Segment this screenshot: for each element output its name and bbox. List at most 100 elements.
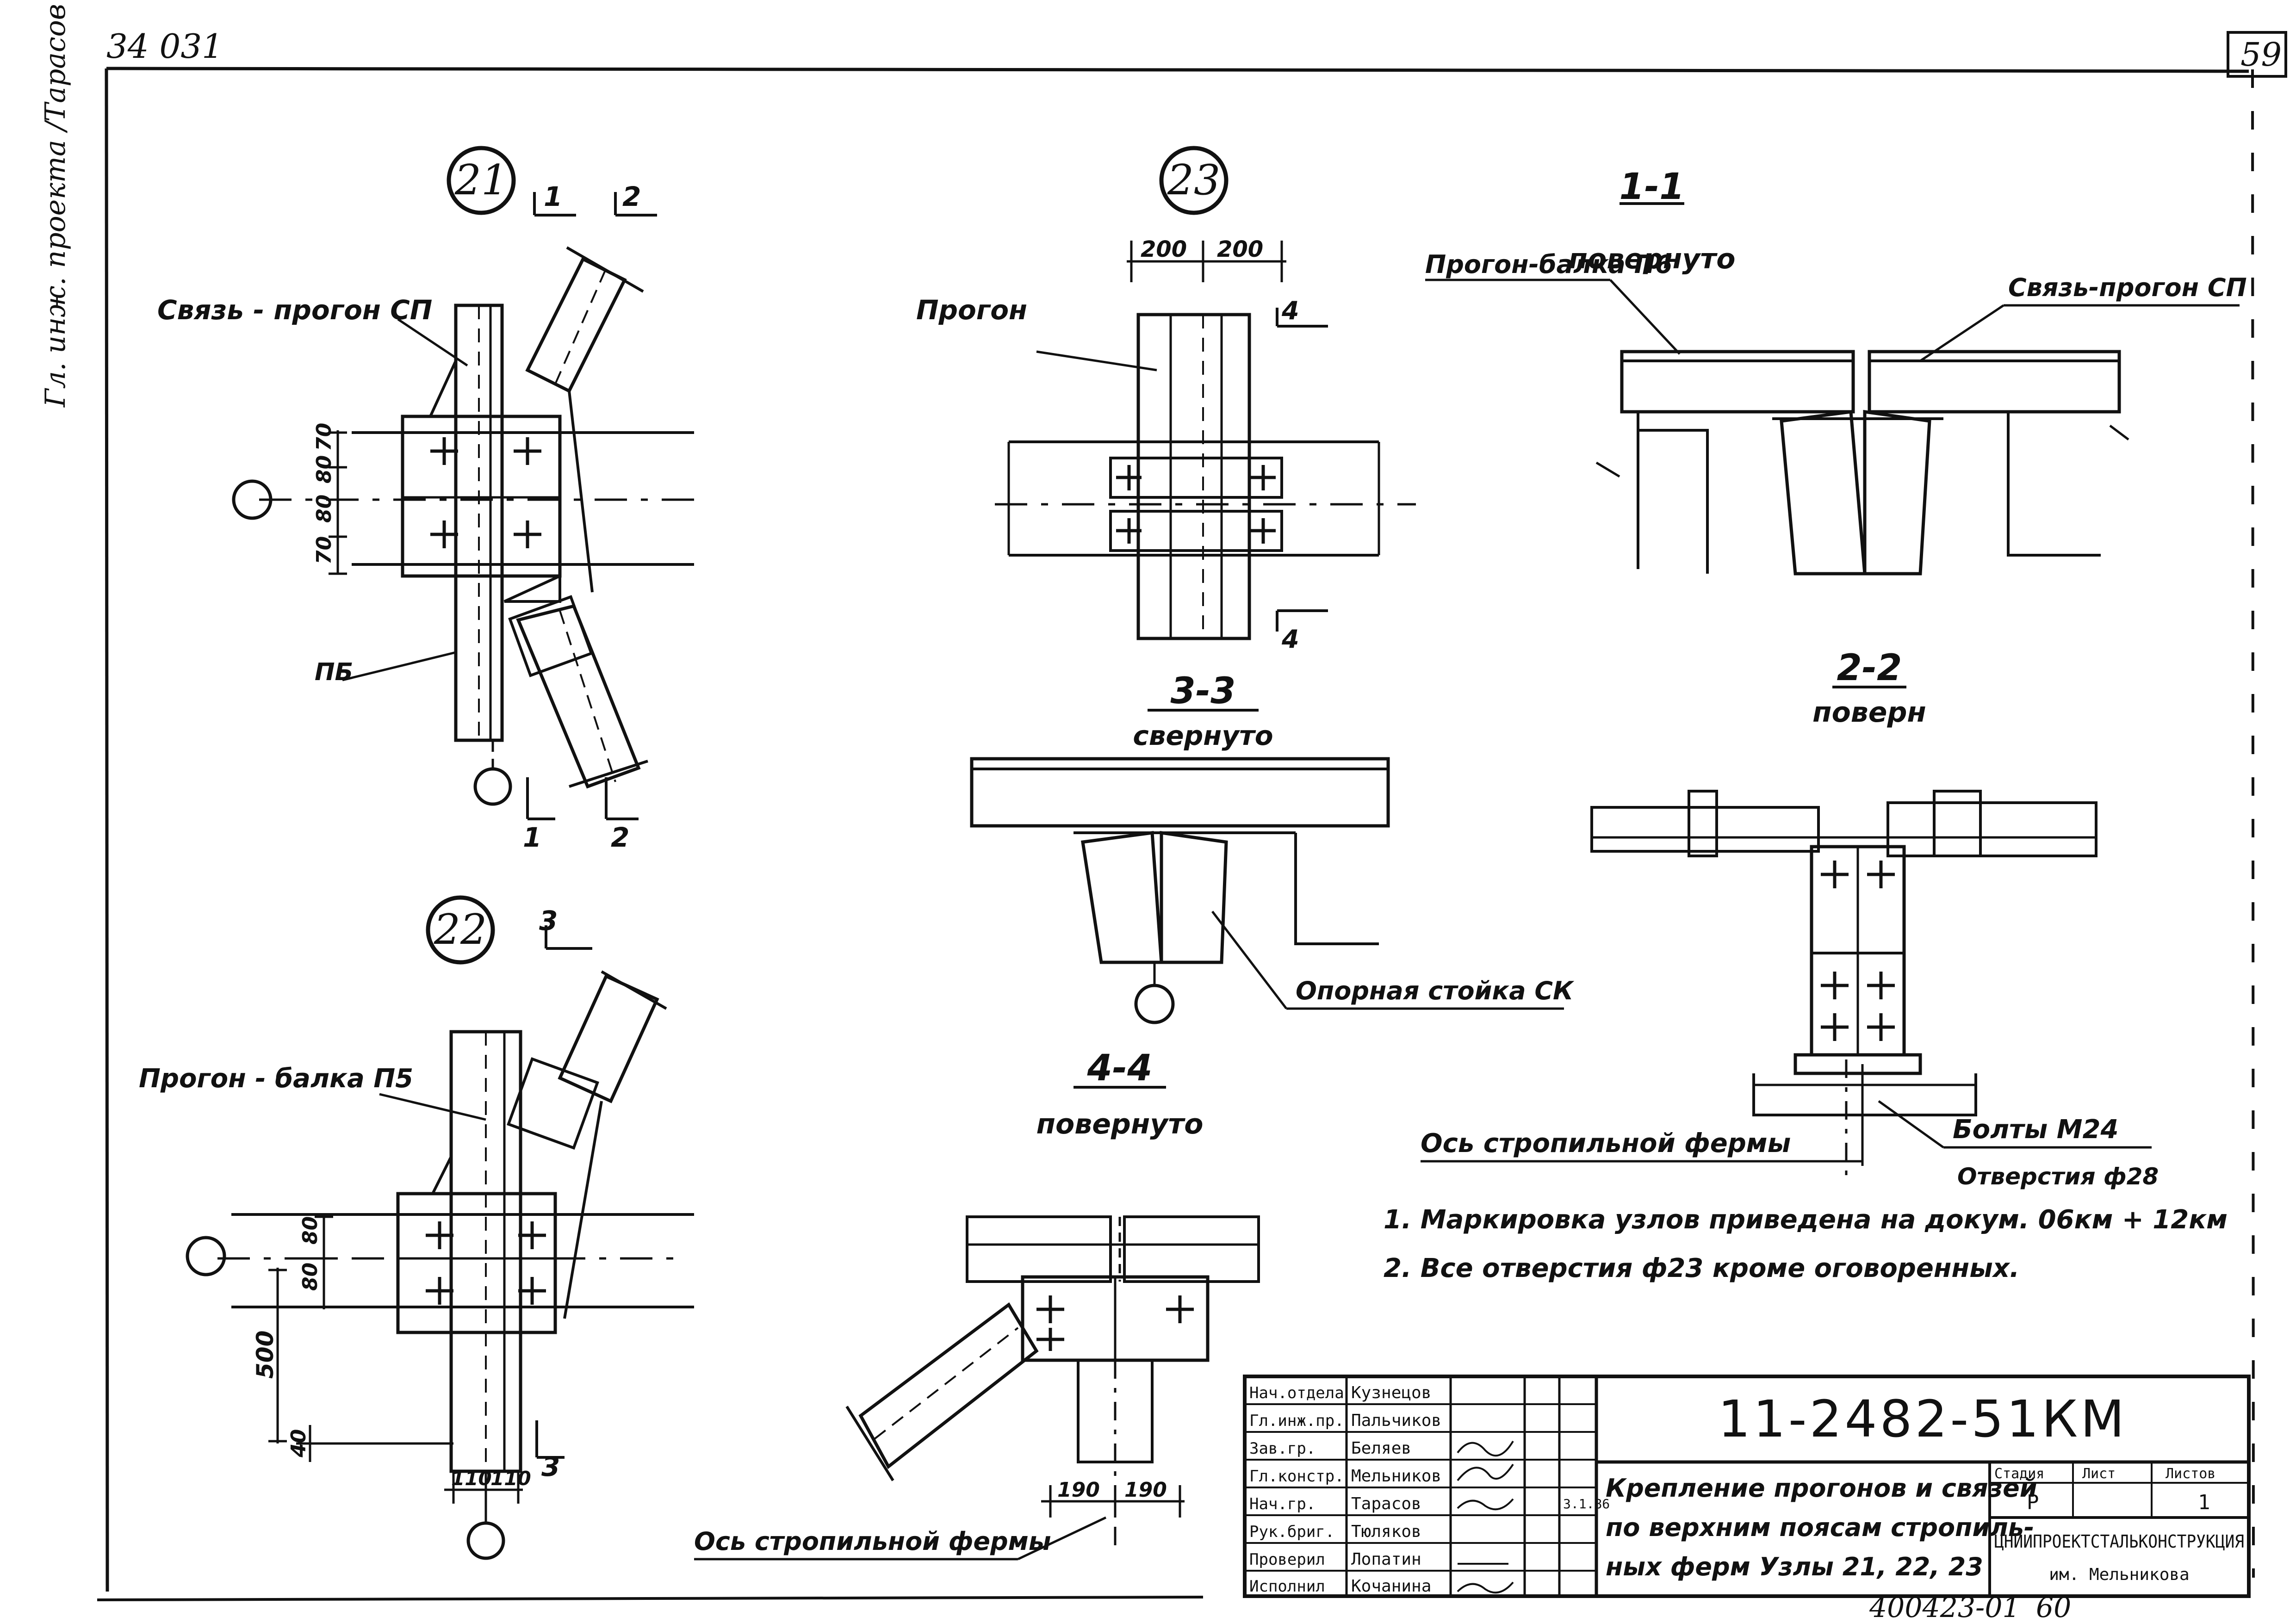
svg-text:Кузнецов: Кузнецов (1351, 1383, 1431, 1402)
node-23-drawing (995, 146, 1416, 640)
bottom-page: 60 (2036, 1592, 2071, 1623)
section-1-1-title: 1-1 (1620, 166, 1685, 208)
dim-200b: 200 (1217, 236, 1263, 262)
label-svyaz-progon-sp: Связь - прогон СП (157, 294, 432, 326)
section-4-4-title: 4-4 (1087, 1047, 1153, 1089)
svg-text:110: 110 (490, 1467, 531, 1490)
sheet-header: Лист (2082, 1466, 2116, 1482)
sheets-header: Листов (2166, 1466, 2215, 1482)
svg-text:70: 70 (312, 423, 336, 451)
axis-circle-22-bottom (466, 1521, 505, 1560)
node-21-marker (447, 146, 516, 215)
svg-text:40: 40 (287, 1429, 310, 1458)
cut-1-bottom: 1 (523, 822, 541, 853)
node-22-marker (426, 895, 495, 965)
svg-text:Проверил: Проверил (1249, 1550, 1325, 1569)
vertical-signature: Гл. инж. проекта /Тарасов С.А./ (39, 0, 72, 408)
svg-text:Лопатин: Лопатин (1351, 1550, 1421, 1569)
svg-text:Нач.гр.: Нач.гр. (1249, 1495, 1316, 1513)
node-22-drawing (186, 895, 694, 1560)
sheet-frame (97, 31, 2287, 1601)
cut-4-top: 4 (1281, 296, 1299, 325)
axis-circle-21-left (232, 479, 273, 520)
label-bolty: Болты М24 (1953, 1115, 2118, 1145)
node-21-drawing (232, 146, 703, 820)
dim-190b: 190 (1124, 1478, 1167, 1502)
node-23-marker (1159, 146, 1229, 215)
label-progon-balka-p5: Прогон - балка П5 (139, 1064, 413, 1094)
org-name: ЦНИИПРОЕКТСТАЛЬКОНСТРУКЦИЯ (1994, 1531, 2244, 1552)
axis-circle-21-bottom (473, 767, 512, 806)
label-progon-balka-p6: Прогон-балка П6 (1425, 250, 1672, 279)
cut-3-bottom: 3 (541, 1451, 560, 1482)
svg-text:Мельников: Мельников (1351, 1467, 1441, 1486)
org-subname: им. Мельникова (2049, 1565, 2189, 1584)
section-3-3-title: 3-3 (1171, 670, 1236, 712)
axis-circle-22-left (186, 1236, 226, 1276)
svg-text:110: 110 (451, 1467, 492, 1490)
dim-190a: 190 (1057, 1478, 1100, 1502)
section-1-1-drawing (1425, 202, 2240, 576)
svg-text:Нач.отдела: Нач.отдела (1249, 1384, 1344, 1402)
svg-text:Гл.констр.: Гл.констр. (1249, 1467, 1344, 1486)
section-1-1-subtitle: повернуто (1569, 243, 1736, 275)
svg-text:Зав.гр.: Зав.гр. (1249, 1439, 1316, 1458)
section-2-2-drawing (1421, 686, 2152, 1175)
svg-text:Рук.бриг.: Рук.бриг. (1249, 1523, 1334, 1541)
title-block-names: Кузнецов Пальчиков Беляев Мельников Тара… (1351, 1383, 1441, 1596)
node-21-dims: 70 80 80 70 (312, 423, 336, 564)
label-os-fermy-bottom: Ось стропильной фермы (694, 1527, 1051, 1556)
svg-text:500: 500 (252, 1331, 279, 1379)
section-4-4-drawing (694, 1086, 1260, 1561)
node-22-dims: 80 80 500 40 110 110 (252, 1216, 531, 1490)
svg-text:Беляев: Беляев (1351, 1439, 1411, 1458)
svg-text:Пальчиков: Пальчиков (1351, 1411, 1441, 1430)
label-otverstiya: Отверстия ф28 (1957, 1163, 2159, 1190)
node-21-number: 21 (454, 156, 508, 204)
section-2-2-title: 2-2 (1837, 647, 1902, 689)
label-svyaz-progon-sp-right: Связь-прогон СП (2008, 273, 2247, 302)
sheet-number: 59 (2240, 36, 2282, 74)
svg-text:80: 80 (312, 495, 336, 523)
svg-text:Тарасов: Тарасов (1351, 1494, 1421, 1513)
doc-title-line-3: ных ферм Узлы 21, 22, 23 (1606, 1552, 1983, 1581)
stage-header: Стадия (1994, 1466, 2044, 1482)
label-pb: ПБ (315, 658, 353, 686)
section-3-3-subtitle: свернуто (1133, 720, 1273, 751)
cut-2-top: 2 (622, 181, 641, 212)
cut-4-bottom: 4 (1281, 625, 1299, 654)
svg-text:80: 80 (312, 455, 336, 483)
svg-text:80: 80 (298, 1263, 322, 1291)
svg-text:70: 70 (312, 536, 336, 564)
cut-1-top: 1 (544, 181, 562, 212)
svg-text:80: 80 (298, 1216, 322, 1245)
title-block-roles: Нач.отдела Гл.инж.пр. Зав.гр. Гл.констр.… (1249, 1384, 1344, 1596)
doc-title-line-1: Крепление прогонов и связей (1606, 1474, 2037, 1503)
label-progon: Прогон (916, 294, 1027, 326)
label-os-fermy-right: Ось стропильной фермы (1421, 1128, 1791, 1158)
cut-3-top: 3 (539, 905, 558, 936)
note-1: 1. Маркировка узлов приведена на докум. … (1384, 1205, 2228, 1235)
node-23-number: 23 (1167, 156, 1221, 204)
svg-text:Кочанина: Кочанина (1351, 1577, 1431, 1596)
note-2: 2. Все отверстия ф23 кроме оговоренных. (1384, 1253, 2019, 1283)
doc-title-line-2: по верхним поясам стропиль- (1606, 1513, 2034, 1542)
title-block-signatures (1457, 1440, 1514, 1594)
doc-code: 11-2482-51КМ (1718, 1389, 2127, 1449)
dim-200a: 200 (1141, 236, 1187, 262)
svg-text:Исполнил: Исполнил (1249, 1577, 1325, 1596)
sheet-value: 1 (2198, 1491, 2210, 1514)
axis-circle-3-3 (1134, 984, 1175, 1024)
archive-code: 34 031 (106, 27, 223, 66)
svg-text:Тюляков: Тюляков (1351, 1522, 1421, 1541)
section-3-3-drawing (970, 709, 1564, 1024)
cut-2-bottom: 2 (611, 822, 629, 853)
stage-value: Р (2027, 1491, 2039, 1514)
node-22-number: 22 (434, 905, 487, 954)
section-4-4-subtitle: повернуто (1036, 1108, 1204, 1140)
section-2-2-subtitle: поверн (1812, 696, 1926, 729)
bottom-code: 400423-01 (1869, 1592, 2020, 1623)
svg-text:Гл.инж.пр.: Гл.инж.пр. (1249, 1412, 1344, 1430)
title-block (1243, 1375, 2251, 1598)
